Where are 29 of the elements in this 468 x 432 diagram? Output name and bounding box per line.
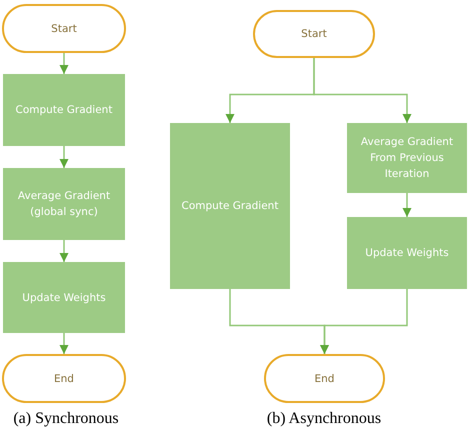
step-label: Update Weights xyxy=(22,290,106,306)
terminal-label: Start xyxy=(51,22,77,36)
step-label: Update Weights xyxy=(365,246,449,261)
terminator-shape xyxy=(2,4,126,53)
terminator-shape xyxy=(2,354,126,403)
terminal-label: End xyxy=(54,372,74,386)
step-label: Compute Gradient xyxy=(182,199,278,214)
arrow xyxy=(60,333,68,354)
step-label: Average Gradient From Previous Iteration xyxy=(360,135,454,182)
step-label: Compute Gradient xyxy=(16,103,112,118)
terminal-label: End xyxy=(314,372,334,386)
arrow xyxy=(402,193,412,217)
arrow xyxy=(60,240,68,262)
arrow xyxy=(60,146,68,168)
arrow xyxy=(313,58,412,123)
terminator-shape xyxy=(253,10,375,58)
process-box xyxy=(3,168,125,240)
subfigure-caption: (b) Asynchronous xyxy=(266,410,382,428)
step-label: Average Gradient (global sync) xyxy=(16,189,112,220)
process-box xyxy=(3,262,125,333)
arrow xyxy=(60,53,68,74)
arrow xyxy=(320,289,408,354)
process-box xyxy=(170,123,290,289)
process-box xyxy=(347,123,467,193)
process-box xyxy=(347,217,467,289)
subfigure-caption: (a) Synchronous xyxy=(13,410,119,428)
terminal-label: Start xyxy=(301,27,327,42)
process-box xyxy=(3,74,125,146)
terminator-shape xyxy=(264,354,385,403)
